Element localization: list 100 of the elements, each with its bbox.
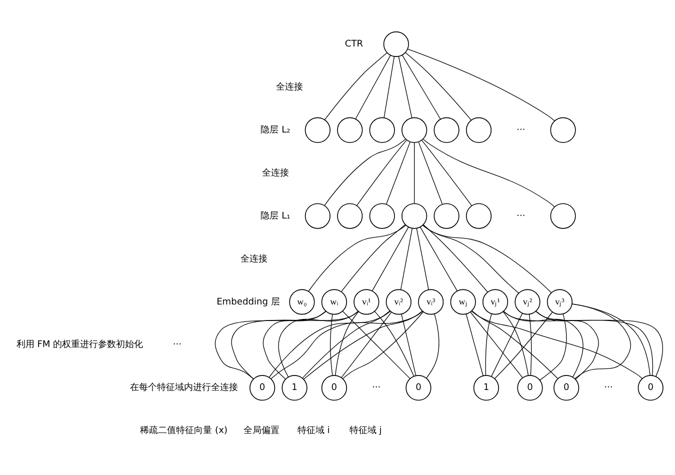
- node-circle: [337, 117, 363, 143]
- connector: [418, 142, 443, 204]
- connector: [528, 314, 532, 376]
- connector: [268, 311, 390, 378]
- connector: [491, 313, 523, 377]
- node-circle: [402, 203, 428, 229]
- connector: [398, 56, 412, 118]
- connector: [402, 55, 441, 120]
- connector: [426, 314, 440, 378]
- connector: [502, 311, 529, 376]
- node-circle: vᵢ³: [418, 289, 444, 315]
- connector: [536, 310, 599, 380]
- connector: [355, 55, 391, 120]
- node-circle: 1: [473, 375, 500, 401]
- connector: [494, 312, 553, 379]
- label: 利用 FM 的权重进行参数初始化: [16, 340, 144, 350]
- connector: [330, 314, 333, 376]
- node-circle: [434, 117, 460, 143]
- label: 特征域 j: [349, 426, 382, 436]
- label: 在每个特征域内进行全连接: [130, 383, 238, 394]
- node-circle: [466, 117, 492, 143]
- node-circle: 0: [250, 375, 276, 401]
- label: 全连接: [262, 168, 290, 178]
- connector: [420, 226, 458, 292]
- connector: [401, 314, 416, 376]
- connector: [539, 314, 567, 380]
- label: ···: [372, 383, 381, 394]
- connector: [405, 52, 472, 120]
- connector: [536, 311, 663, 377]
- connector: [503, 311, 654, 376]
- connector: [466, 314, 484, 376]
- connector: [262, 310, 326, 380]
- connector: [572, 304, 650, 376]
- label: ···: [516, 125, 526, 136]
- connector: [341, 224, 406, 292]
- node-circle: [369, 203, 395, 229]
- connector: [421, 140, 472, 206]
- node-circle: wᵢ: [321, 289, 347, 315]
- connector: [386, 142, 410, 204]
- connector: [372, 226, 409, 292]
- node-circle: vⱼ³: [546, 289, 573, 315]
- node-circle: [402, 117, 428, 143]
- node-circle: [304, 203, 330, 229]
- connector: [422, 138, 555, 208]
- connector: [308, 224, 406, 292]
- connector: [470, 312, 523, 378]
- connector: [384, 56, 395, 118]
- label: Embedding 层: [216, 297, 280, 308]
- label: 隐层 L₂: [260, 125, 290, 136]
- connector: [471, 310, 642, 379]
- connector: [472, 310, 558, 379]
- node-circle: [337, 203, 363, 229]
- connector: [407, 48, 555, 122]
- connector: [572, 304, 632, 379]
- connector: [416, 228, 429, 290]
- label: CTR: [344, 39, 364, 50]
- connector: [414, 142, 415, 204]
- connector: [400, 228, 412, 290]
- label: ···: [516, 211, 526, 222]
- node-circle: 0: [321, 375, 347, 401]
- label: 全连接: [276, 82, 304, 92]
- node-circle: [550, 117, 576, 143]
- connector: [342, 312, 424, 379]
- node-circle: 0: [517, 375, 543, 401]
- node-circle: [369, 117, 395, 143]
- connector: [485, 314, 492, 376]
- label: 稀疏二值特征向量 (x): [140, 426, 228, 436]
- node-circle: [383, 31, 409, 57]
- label: 全局偏置: [243, 426, 280, 436]
- node-circle: 1: [282, 375, 308, 401]
- label: 特征域 i: [297, 426, 330, 436]
- connector: [374, 311, 414, 376]
- node-circle: [550, 203, 576, 229]
- connector: [270, 311, 423, 380]
- node-circle: wⱼ: [450, 289, 476, 315]
- node-circle: 0: [554, 375, 580, 401]
- label: 隐层 L₁: [260, 211, 290, 222]
- node-circle: 0: [638, 375, 664, 401]
- connector: [503, 311, 584, 378]
- node-circle: [466, 203, 492, 229]
- node-circle: vⱼ²: [514, 289, 540, 315]
- node-circle: w₀: [289, 289, 315, 315]
- connector: [231, 311, 358, 380]
- label: ···: [172, 340, 182, 350]
- connector: [334, 311, 359, 376]
- node-circle: vᵢ¹: [354, 289, 380, 315]
- node-circle: [434, 203, 460, 229]
- label: ···: [604, 383, 613, 394]
- connector: [303, 310, 423, 380]
- connector: [356, 140, 407, 206]
- connector: [341, 312, 392, 378]
- connector: [422, 225, 552, 294]
- node-circle: 0: [406, 375, 432, 401]
- connector: [342, 310, 410, 380]
- connector: [422, 224, 519, 294]
- connector: [302, 310, 390, 378]
- connector: [278, 311, 358, 378]
- connector: [324, 52, 388, 120]
- node-circle: [304, 117, 330, 143]
- connector: [214, 311, 326, 380]
